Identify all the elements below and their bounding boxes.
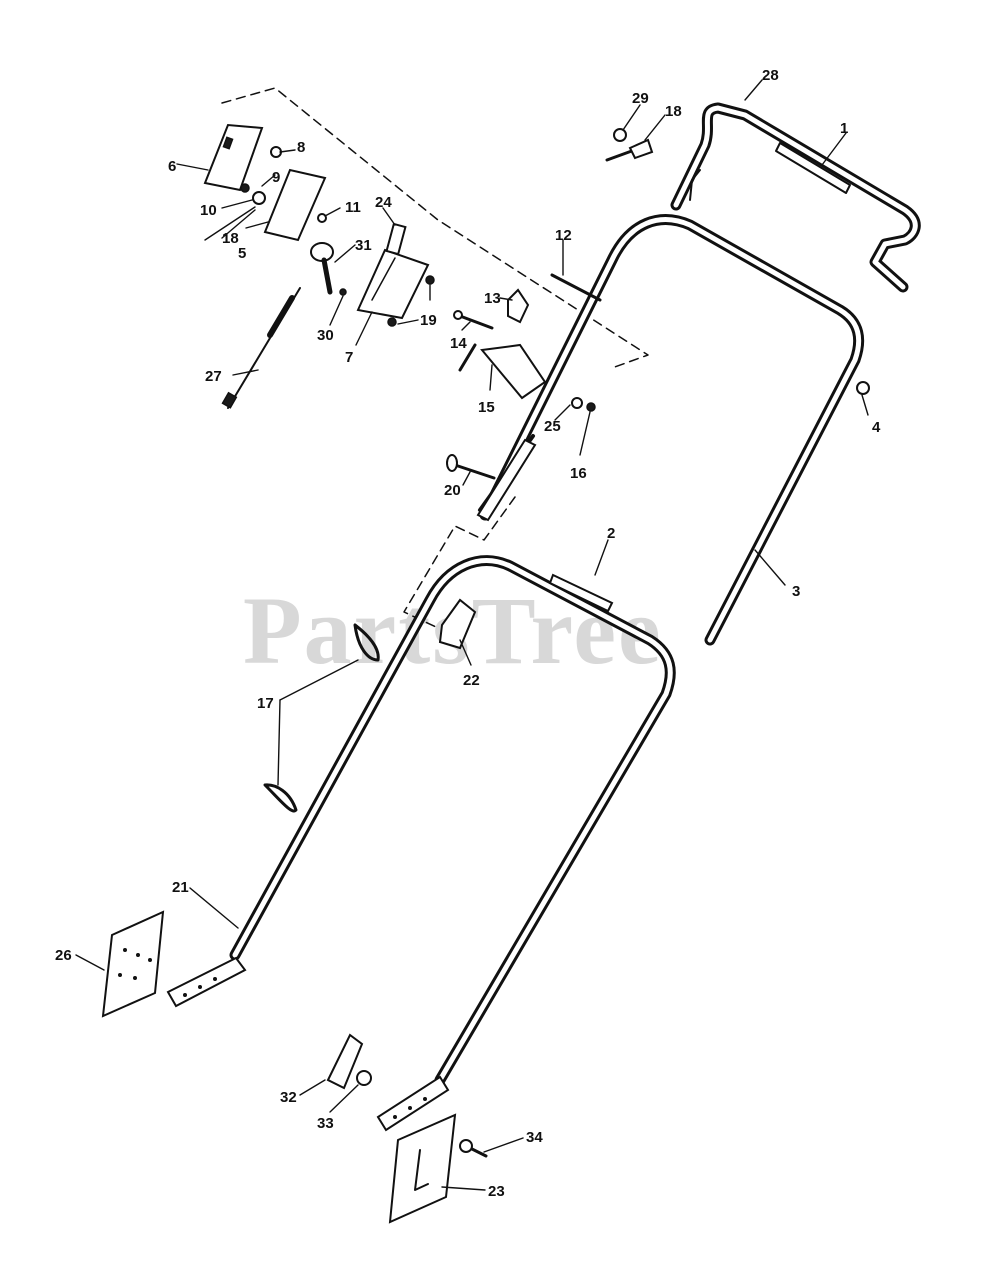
grip-2 (548, 573, 614, 613)
callout-22: 22 (463, 672, 480, 689)
clip-22 (438, 598, 477, 650)
callout-6: 6 (168, 158, 176, 175)
callout-14: 14 (450, 335, 467, 352)
callout-16: 16 (570, 465, 587, 482)
callout-25: 25 (544, 418, 561, 435)
callout-31: 31 (355, 237, 372, 254)
dashed-group-outline-top (221, 87, 649, 369)
callout-labels: 1 2 3 4 5 6 7 8 9 10 11 12 13 14 15 16 1… (55, 67, 881, 1200)
callout-4: 4 (872, 419, 881, 436)
callout-8: 8 (297, 139, 305, 156)
nut-4 (856, 381, 870, 395)
callout-23: 23 (488, 1183, 505, 1200)
callout-10: 10 (200, 202, 217, 219)
fastener-29-18 (605, 128, 654, 162)
callout-9: 9 (272, 169, 280, 186)
callout-30: 30 (317, 327, 334, 344)
latch-13 (507, 288, 530, 324)
callout-1: 1 (840, 120, 848, 137)
callout-12: 12 (555, 227, 572, 244)
knob-31 (310, 242, 334, 295)
callout-33: 33 (317, 1115, 334, 1132)
callout-17: 17 (257, 695, 274, 712)
callout-11: 11 (345, 199, 361, 216)
bracket-15 (458, 343, 547, 400)
control-bracket-5 (263, 168, 327, 242)
callout-24: 24 (375, 194, 392, 211)
callout-32: 32 (280, 1089, 297, 1106)
bolt-34 (459, 1139, 488, 1158)
callout-2: 2 (607, 525, 615, 542)
callout-26: 26 (55, 947, 72, 964)
callout-20: 20 (444, 482, 461, 499)
callout-3: 3 (792, 583, 800, 600)
bolt-12 (550, 273, 602, 302)
callout-29: 29 (632, 90, 649, 107)
callout-18-right: 18 (665, 103, 682, 120)
callout-15: 15 (478, 399, 495, 416)
cable-lever-7 (356, 248, 430, 320)
callout-18-left: 18 (222, 230, 239, 247)
callout-19: 19 (420, 312, 437, 329)
spacer-32-33 (326, 1033, 372, 1090)
lower-handle-frame (166, 555, 676, 1132)
spring-pin-8-9-10 (240, 146, 435, 327)
leader-lines (75, 79, 869, 1191)
control-bracket-6 (203, 123, 264, 192)
callout-5: 5 (238, 245, 246, 262)
mount-plate-26 (101, 910, 165, 1018)
callout-13: 13 (484, 290, 501, 307)
callout-7: 7 (345, 349, 353, 366)
cover-20-rail (446, 438, 537, 522)
callout-27: 27 (205, 368, 222, 385)
bolt-14 (453, 310, 494, 330)
cable-tie-17 (263, 623, 380, 813)
cable-27 (221, 287, 301, 409)
upper-handle-bar (670, 102, 921, 293)
callout-21: 21 (172, 879, 189, 896)
callout-34: 34 (526, 1129, 543, 1146)
callout-28: 28 (762, 67, 779, 84)
washer-25-16 (571, 397, 596, 412)
mount-plate-23 (388, 1113, 457, 1224)
